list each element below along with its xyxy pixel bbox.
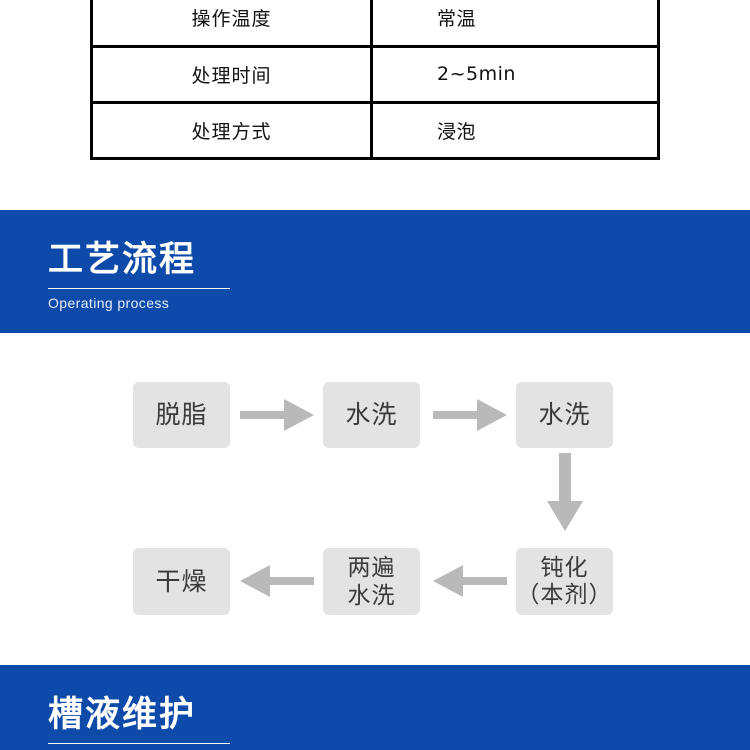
flow-node-label: 脱脂 bbox=[155, 400, 208, 429]
flow-node-label-group: 两遍 水洗 bbox=[348, 554, 396, 610]
spec-label: 处理方式 bbox=[90, 100, 373, 160]
spec-label: 处理时间 bbox=[90, 44, 373, 104]
specification-table: 操作温度 常温 处理时间 2~5min 处理方式 浸泡 bbox=[90, 0, 660, 160]
spec-value: 2~5min bbox=[370, 44, 660, 104]
arrow-right-icon bbox=[433, 396, 507, 434]
flow-node-passivation: 钝化 （本剂） bbox=[516, 548, 613, 615]
section-title: 工艺流程 bbox=[48, 240, 197, 280]
flow-node-label: 水洗 bbox=[538, 400, 591, 429]
table-row: 操作温度 常温 bbox=[90, 0, 660, 48]
flow-node-rinse-2: 水洗 bbox=[516, 382, 613, 448]
flow-node-label-line2: （本剂） bbox=[516, 581, 613, 608]
arrow-right-icon bbox=[240, 396, 314, 434]
flow-node-label-line2: 水洗 bbox=[347, 582, 396, 609]
flow-node-dry: 干燥 bbox=[133, 548, 230, 615]
section-subtitle: Operating process bbox=[48, 295, 170, 311]
arrow-left-icon bbox=[433, 562, 507, 600]
flow-node-label: 水洗 bbox=[345, 400, 398, 429]
section-banner-maintenance: 槽液维护 Tank maintenance bbox=[0, 665, 750, 750]
flow-node-degrease: 脱脂 bbox=[133, 382, 230, 448]
flow-node-label-line1: 钝化 bbox=[540, 554, 589, 581]
arrow-down-icon bbox=[545, 453, 585, 531]
title-underline bbox=[48, 288, 230, 289]
flow-node-double-rinse: 两遍 水洗 bbox=[323, 548, 420, 615]
section-title: 槽液维护 bbox=[48, 695, 197, 735]
section-banner-process: 工艺流程 Operating process bbox=[0, 210, 750, 333]
title-underline bbox=[48, 743, 230, 744]
banner-text-group: 槽液维护 Tank maintenance bbox=[48, 694, 230, 750]
spec-label: 操作温度 bbox=[90, 0, 373, 48]
spec-value: 浸泡 bbox=[370, 100, 660, 160]
flow-node-label-line1: 两遍 bbox=[347, 554, 396, 581]
process-flow-chart: 脱脂 水洗 水洗 干燥 bbox=[0, 333, 750, 665]
banner-text-group: 工艺流程 Operating process bbox=[48, 239, 230, 311]
table-row: 处理方式 浸泡 bbox=[90, 100, 660, 160]
table-row: 处理时间 2~5min bbox=[90, 44, 660, 104]
flow-node-label-group: 钝化 （本剂） bbox=[517, 555, 613, 609]
flow-node-label: 干燥 bbox=[155, 566, 208, 596]
flow-node-rinse-1: 水洗 bbox=[323, 382, 420, 448]
spec-value: 常温 bbox=[370, 0, 660, 48]
arrow-left-icon bbox=[240, 562, 314, 600]
